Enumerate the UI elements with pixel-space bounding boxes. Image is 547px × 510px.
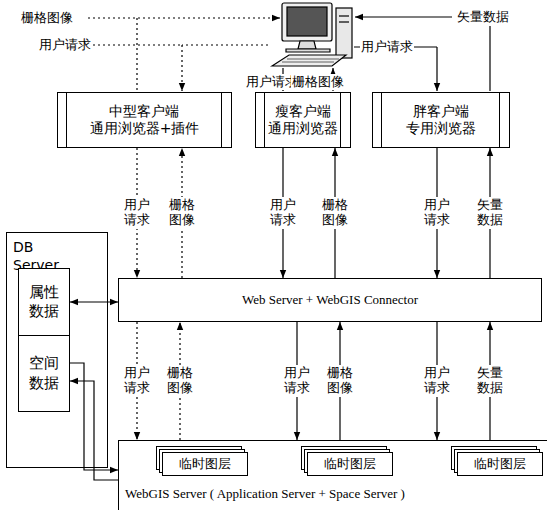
text-line: 胖客户端 <box>406 103 476 121</box>
box-text: 临时图层 <box>474 456 526 472</box>
edge-label: 栅格图像 <box>169 197 195 229</box>
edge-label: 栅格图像 <box>167 365 193 397</box>
web-server-box: Web Server + WebGIS Connector <box>118 278 542 322</box>
client-box: 瘦客户端 通用浏览器 <box>255 92 351 148</box>
edge-label: 矢量数据 <box>477 197 503 229</box>
edge-label: 用户请求 <box>124 197 150 229</box>
edge-label: 矢量数据 <box>477 365 503 397</box>
edge-label: 用户请求 <box>284 365 310 397</box>
edge-label: 栅格图像 <box>327 365 353 397</box>
edge-label: 用户请求 <box>124 365 150 397</box>
text-line: 专用浏览器 <box>406 120 476 138</box>
db-server-box: DB Server属性数据空间数据 <box>6 232 108 468</box>
layer-box: 临时图层 <box>307 452 393 476</box>
data-box: 空间数据 <box>18 335 70 412</box>
box-text: WebGIS Server ( Application Server + Spa… <box>125 486 405 502</box>
layer-box: 临时图层 <box>162 452 248 476</box>
edge-label: 用户请求 <box>424 197 450 229</box>
box-text: 瘦客户端 通用浏览器 <box>268 103 338 138</box>
connector <box>70 381 118 480</box>
line-label: 用户请求 <box>38 37 92 53</box>
line-label: 用户请求 <box>360 39 414 55</box>
text-line: 中型客户端 <box>90 103 200 121</box>
webgis-server-band: WebGIS Server ( Application Server + Spa… <box>118 440 547 510</box>
box-text: Web Server + WebGIS Connector <box>242 292 418 308</box>
edge-label: 用户请求 <box>270 197 296 229</box>
client-wires <box>88 17 490 92</box>
box-text: 胖客户端 专用浏览器 <box>406 103 476 138</box>
layer-box: 临时图层 <box>457 452 543 476</box>
text-line: 瘦客户端 <box>268 103 338 121</box>
client-box: 中型客户端 通用浏览器+插件 <box>57 92 232 148</box>
data-box: 属性数据 <box>18 268 70 336</box>
box-text: 临时图层 <box>179 456 231 472</box>
box-text: 中型客户端 通用浏览器+插件 <box>90 103 200 138</box>
text-line: 通用浏览器+插件 <box>90 120 200 138</box>
text-line: DB <box>13 239 59 257</box>
text-line: 通用浏览器 <box>268 120 338 138</box>
line-label: 栅格图像 <box>291 74 345 90</box>
edge-label: 用户请求 <box>424 365 450 397</box>
box-text: 空间数据 <box>29 354 59 393</box>
line-label: 矢量数据 <box>456 9 510 25</box>
computer-icon <box>272 3 352 66</box>
connector <box>70 301 118 302</box>
client-box: 胖客户端 专用浏览器 <box>372 92 510 148</box>
edge-label: 栅格图像 <box>322 197 348 229</box>
line-label: 栅格图像 <box>20 10 74 26</box>
box-text: 临时图层 <box>324 456 376 472</box>
box-text: 属性数据 <box>29 283 59 322</box>
